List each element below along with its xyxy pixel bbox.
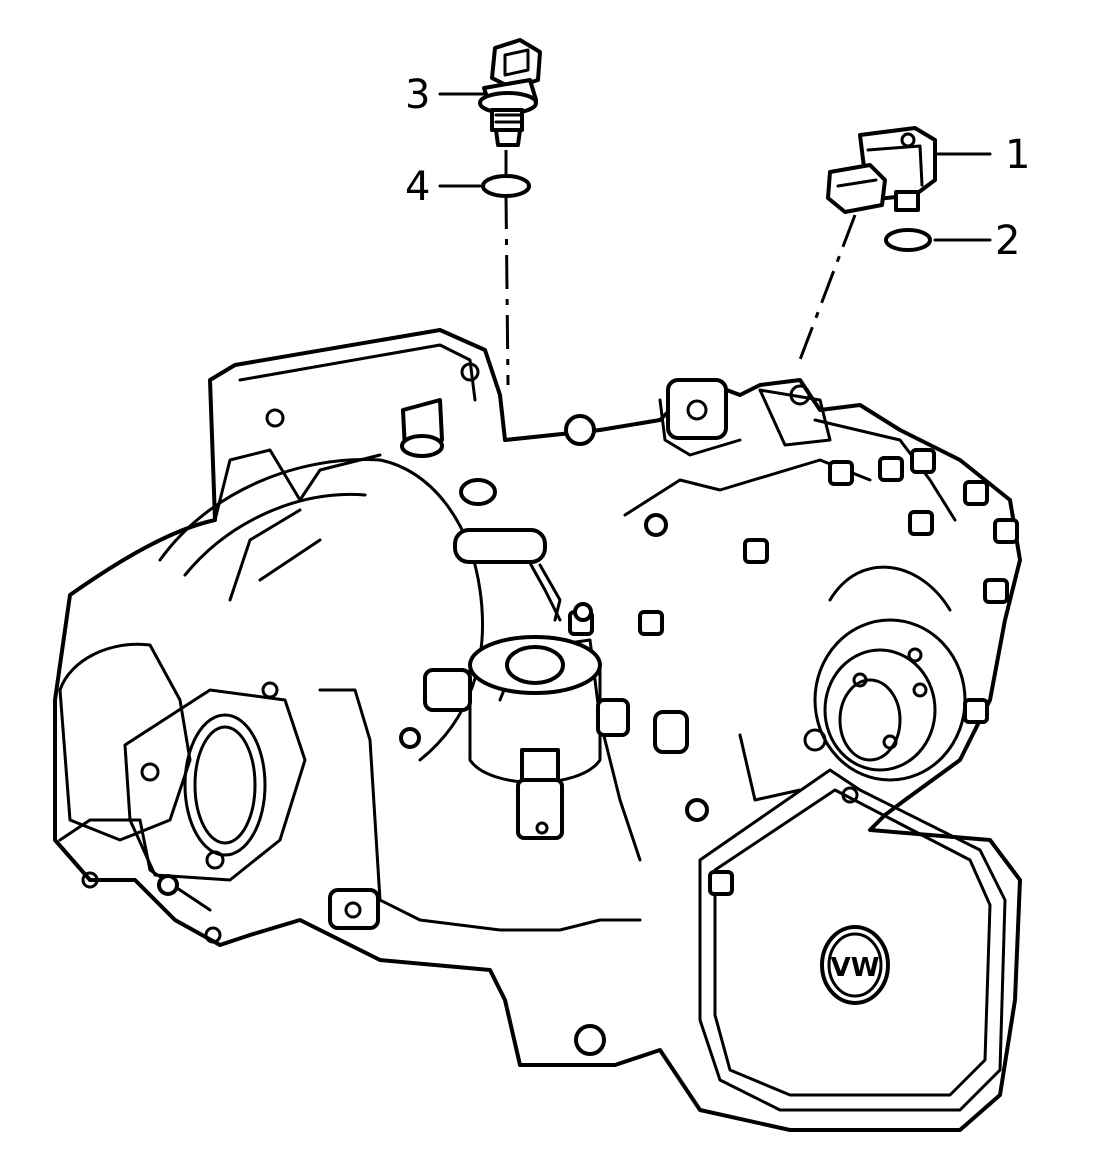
callout-number-4: 4 — [405, 164, 430, 210]
callout-number-1: 1 — [1005, 132, 1030, 178]
vw-emblem: VW — [820, 925, 890, 1005]
housing-bolts — [157, 414, 1019, 1056]
gearbox-housing: VW — [53, 328, 1022, 1132]
assembly-axis-3 — [504, 150, 510, 386]
part-3-switch[interactable] — [478, 38, 542, 147]
vw-emblem-letters: VW — [831, 953, 880, 983]
part-2-seal-ring[interactable] — [884, 228, 932, 252]
part-1-sensor[interactable] — [826, 126, 937, 214]
callout-number-3: 3 — [405, 72, 430, 118]
assembly-axis-1 — [796, 214, 857, 366]
callout-number-2: 2 — [995, 218, 1020, 264]
part-4-seal-ring[interactable] — [481, 174, 531, 198]
